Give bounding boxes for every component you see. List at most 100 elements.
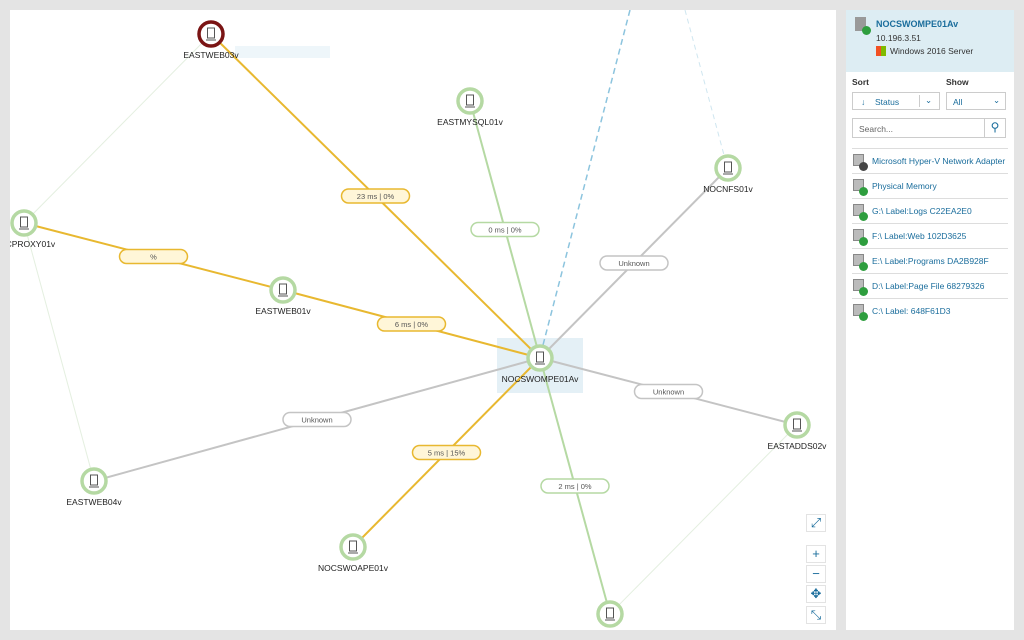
server-icon xyxy=(466,94,474,106)
node-label: EASTWEB03v xyxy=(183,50,239,60)
list-item[interactable]: C:\ Label: 648F61D3 xyxy=(852,298,1008,323)
node-header: NOCSWOMPE01Av 10.196.3.51 Windows 2016 S… xyxy=(846,10,1014,72)
node-nocnfs01[interactable] xyxy=(714,154,742,182)
memory-icon xyxy=(853,179,864,191)
node-label: EASTWEB04v xyxy=(66,497,122,507)
link-label-box[interactable] xyxy=(340,188,411,204)
expand-button[interactable]: ⤡ xyxy=(806,606,826,624)
node-label: EASTMYSQL01v xyxy=(437,117,503,127)
node-eastweb03[interactable] xyxy=(197,20,225,48)
node-eastweb04[interactable] xyxy=(80,467,108,495)
link-label: 6 ms | 0% xyxy=(395,320,429,329)
list-item[interactable]: F:\ Label:Web 102D3625 xyxy=(852,223,1008,248)
node-name[interactable]: NOCSWOMPE01Av xyxy=(876,19,959,29)
network-map[interactable]: 23 ms | 0%0 ms | 0%Unknown%6 ms | 0%Unkn… xyxy=(0,9,836,630)
topology-graph[interactable]: 23 ms | 0%0 ms | 0%Unknown%6 ms | 0%Unkn… xyxy=(0,9,836,630)
node-eastadds02[interactable] xyxy=(783,411,811,439)
item-label: Physical Memory xyxy=(872,181,937,191)
server-icon xyxy=(349,540,357,552)
node-label: NOCSWOAPE01v xyxy=(318,563,389,573)
item-label: G:\ Label:Logs C22EA2E0 xyxy=(872,206,972,216)
list-item[interactable]: D:\ Label:Page File 68279326 xyxy=(852,273,1008,298)
show-value: All xyxy=(953,97,963,107)
server-icon xyxy=(20,216,28,228)
status-up-icon xyxy=(859,262,868,271)
status-unmanaged-icon xyxy=(859,162,868,171)
node-nocswoape01[interactable] xyxy=(339,533,367,561)
zoom-in-button[interactable]: + xyxy=(806,545,826,563)
dashed-link[interactable] xyxy=(542,9,631,346)
disk-icon xyxy=(853,279,864,291)
center-button[interactable]: ✥ xyxy=(806,585,826,603)
chevron-down-icon[interactable]: ⌄ xyxy=(919,95,932,107)
server-icon xyxy=(90,474,98,486)
server-icon xyxy=(855,17,866,31)
dashed-link[interactable] xyxy=(684,9,725,156)
link-label-box[interactable] xyxy=(376,316,447,332)
sort-select[interactable]: ↓ Status ⌄ xyxy=(852,92,940,110)
node-ip: 10.196.3.51 xyxy=(876,33,921,43)
link-label: 23 ms | 0% xyxy=(357,192,395,201)
node-eastmysql01[interactable] xyxy=(456,87,484,115)
list-item[interactable]: Microsoft Hyper-V Network Adapter xyxy=(852,148,1008,173)
status-up-icon xyxy=(859,212,868,221)
link-label-box[interactable] xyxy=(470,221,540,238)
status-up-icon xyxy=(859,237,868,246)
link-label-box[interactable] xyxy=(633,383,704,400)
windows-icon xyxy=(876,46,886,56)
sort-label: Sort xyxy=(852,77,869,87)
search-input[interactable]: Search... ⚲ xyxy=(852,118,1006,138)
link-label: Unknown xyxy=(618,259,649,268)
search-icon[interactable]: ⚲ xyxy=(984,119,1005,137)
node-label: NOCNFS01v xyxy=(703,184,753,194)
item-label: F:\ Label:Web 102D3625 xyxy=(872,231,967,241)
link-label: 5 ms | 15% xyxy=(428,449,466,458)
sort-value: Status xyxy=(875,97,900,107)
disk-icon xyxy=(853,204,864,216)
fit-to-screen-button[interactable]: ⤢ xyxy=(806,514,826,532)
node-eastweb01[interactable] xyxy=(269,276,297,304)
node-bottom[interactable] xyxy=(596,600,624,628)
faint-link xyxy=(609,424,798,615)
list-item[interactable]: Physical Memory xyxy=(852,173,1008,198)
status-up-icon xyxy=(859,312,868,321)
item-label: D:\ Label:Page File 68279326 xyxy=(872,281,985,291)
node-label: NOCSWOMPE01Av xyxy=(502,374,580,384)
zoom-out-button[interactable]: − xyxy=(806,565,826,583)
server-icon xyxy=(724,161,732,173)
faint-link xyxy=(23,33,212,224)
chevron-down-icon: ⌄ xyxy=(993,95,1001,105)
disk-icon xyxy=(853,254,864,266)
show-select[interactable]: All ⌄ xyxy=(946,92,1006,110)
show-label: Show xyxy=(946,77,969,87)
item-label: Microsoft Hyper-V Network Adapter xyxy=(872,156,1006,166)
node-label: NOCPROXY01v xyxy=(10,239,56,249)
search-placeholder: Search... xyxy=(859,124,894,134)
item-label: C:\ Label: 648F61D3 xyxy=(872,306,951,316)
list-item[interactable]: E:\ Label:Programs DA2B928F xyxy=(852,248,1008,273)
link-label-box[interactable] xyxy=(118,248,189,265)
link-label-box[interactable] xyxy=(540,478,610,494)
details-panel: NOCSWOMPE01Av 10.196.3.51 Windows 2016 S… xyxy=(846,10,1014,630)
server-icon xyxy=(207,27,215,39)
link-label-box[interactable] xyxy=(599,255,669,271)
disk-icon xyxy=(853,229,864,241)
node-center[interactable] xyxy=(526,344,554,372)
arrow-down-icon: ↓ xyxy=(861,97,866,107)
network-adapter-icon xyxy=(853,154,864,166)
link-label: 0 ms | 0% xyxy=(488,226,522,235)
list-item[interactable]: G:\ Label:Logs C22EA2E0 xyxy=(852,198,1008,223)
tooltip-ghost xyxy=(235,46,330,58)
link-label-box[interactable] xyxy=(282,411,352,428)
faint-link xyxy=(23,222,95,482)
status-up-icon xyxy=(862,26,871,35)
server-icon xyxy=(279,283,287,295)
server-icon xyxy=(606,607,614,619)
node-os: Windows 2016 Server xyxy=(890,46,974,56)
disk-icon xyxy=(853,304,864,316)
status-up-icon xyxy=(859,287,868,296)
node-nocproxy01[interactable] xyxy=(10,209,38,237)
link-label-box[interactable] xyxy=(411,444,482,461)
link-label: % xyxy=(150,253,157,262)
